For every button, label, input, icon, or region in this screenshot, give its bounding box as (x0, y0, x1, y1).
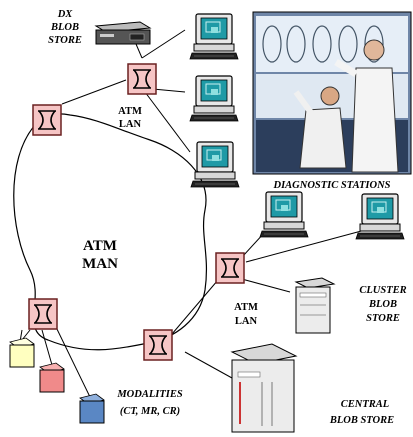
cluster-server-tower-icon (294, 277, 336, 334)
atm-lan-top-label: ATM LAN (118, 106, 142, 130)
atm-man-cloud (13, 113, 208, 351)
central-server-tower-icon (230, 343, 298, 433)
atm-switch-icon (143, 329, 173, 361)
atm-switch-icon (127, 63, 157, 95)
central-blob-store-label: CENTRAL BLOB STORE (329, 399, 394, 426)
label-line: ATM (83, 238, 117, 254)
label-line: BLOB STORE (329, 415, 394, 426)
label-line: BLOB (368, 299, 397, 310)
cluster-blob-store-label: CLUSTER BLOB STORE (359, 285, 406, 324)
label-line: DX (57, 9, 74, 20)
label-line: CENTRAL (341, 399, 389, 410)
label-line: LAN (119, 119, 142, 130)
atm-switch-icon (32, 104, 62, 136)
label-line: ATM (234, 302, 258, 313)
atm-switch-icon (215, 252, 245, 284)
label-line: STORE (366, 313, 400, 324)
workstation-computer-icon (259, 191, 309, 238)
dx-blob-storage-device-icon (94, 21, 152, 45)
modality-blue-icon (79, 393, 105, 424)
workstation-computer-icon (190, 141, 240, 188)
diagnostic-stations-label: DIAGNOSTIC STATIONS (273, 180, 391, 191)
atm-man-label: ATM MAN (82, 238, 118, 272)
label-line: LAN (235, 316, 258, 327)
atm-lan-bottom-label: ATM LAN (234, 302, 258, 327)
label-line: MODALITIES (116, 389, 183, 400)
label-line: (CT, MR, CR) (120, 406, 180, 417)
dx-blob-store-label: DX BLOB STORE (48, 9, 82, 46)
workstation-computer-icon (189, 75, 239, 122)
radiologists-at-lightbox-photo (252, 11, 412, 175)
atm-switch-icon (28, 298, 58, 330)
label-line: CLUSTER (359, 285, 406, 296)
modality-pink-icon (39, 362, 65, 393)
workstation-computer-icon (189, 13, 239, 60)
label-line: BLOB (50, 22, 79, 33)
label-line: ATM (118, 106, 142, 117)
modalities-label: MODALITIES (CT, MR, CR) (116, 389, 183, 417)
workstation-computer-icon (355, 193, 405, 240)
label-line: MAN (82, 256, 118, 272)
modality-yellow-icon (9, 337, 35, 368)
label-line: STORE (48, 35, 82, 46)
